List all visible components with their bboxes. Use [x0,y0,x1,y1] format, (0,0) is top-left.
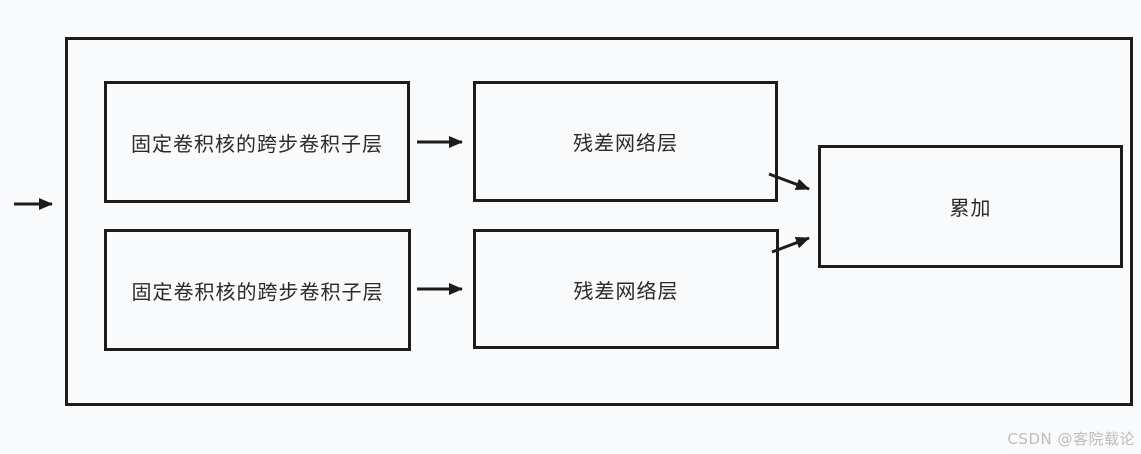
node-label: 固定卷积核的跨步卷积子层 [131,131,383,156]
node-residual-layer-top: 残差网络层 [473,81,778,202]
node-label: 残差网络层 [573,131,678,155]
outer-frame [65,37,1133,406]
node-label: 残差网络层 [573,278,679,303]
node-label: 固定卷积核的跨步卷积子层 [131,279,384,304]
node-label: 累加 [949,196,992,220]
node-sum: 累加 [818,145,1123,268]
csdn-watermark: CSDN @客院载论 [1007,430,1135,448]
node-residual-layer-bottom: 残差网络层 [473,229,779,349]
node-strided-conv-sublayer-bottom: 固定卷积核的跨步卷积子层 [104,229,411,351]
node-strided-conv-sublayer-top: 固定卷积核的跨步卷积子层 [104,81,410,203]
